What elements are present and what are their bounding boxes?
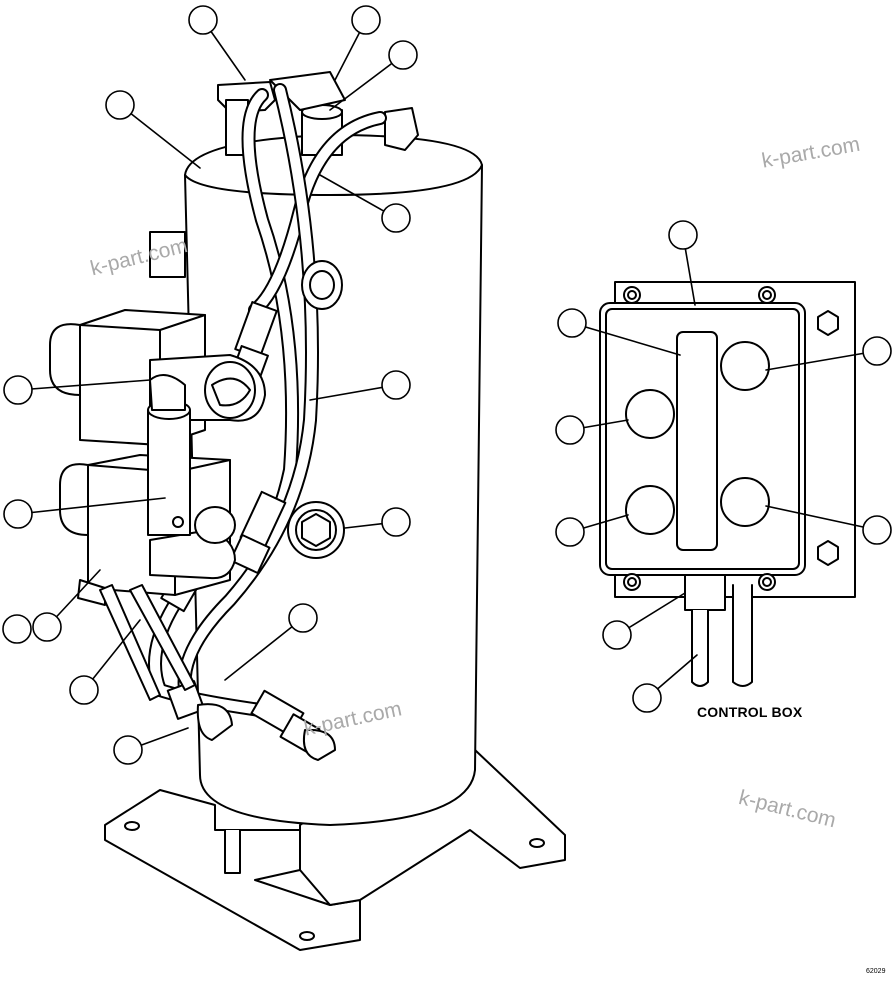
callout <box>862 336 892 366</box>
callout <box>113 735 143 765</box>
tank-ports <box>287 260 345 559</box>
control-box-label: CONTROL BOX <box>697 704 803 720</box>
solenoid-tube <box>147 374 191 536</box>
control-box <box>599 281 856 687</box>
callout <box>862 515 892 545</box>
callout <box>381 507 411 537</box>
callout <box>3 375 33 405</box>
callout <box>381 203 411 233</box>
callout <box>3 499 33 529</box>
callout <box>32 612 62 642</box>
callout <box>188 5 218 35</box>
callout <box>555 517 585 547</box>
callout <box>555 415 585 445</box>
callout-circles <box>2 5 892 765</box>
side-fitting <box>149 231 186 278</box>
callout <box>668 220 698 250</box>
callout <box>632 683 662 713</box>
mounting-bracket <box>104 749 566 951</box>
callout <box>69 675 99 705</box>
callout <box>388 40 418 70</box>
callout <box>2 614 32 644</box>
callout <box>557 308 587 338</box>
callout <box>602 620 632 650</box>
figure-number: 62029 <box>866 968 886 975</box>
callout <box>351 5 381 35</box>
callout <box>381 370 411 400</box>
callout <box>288 603 318 633</box>
support-struts <box>99 584 196 701</box>
callout <box>105 90 135 120</box>
